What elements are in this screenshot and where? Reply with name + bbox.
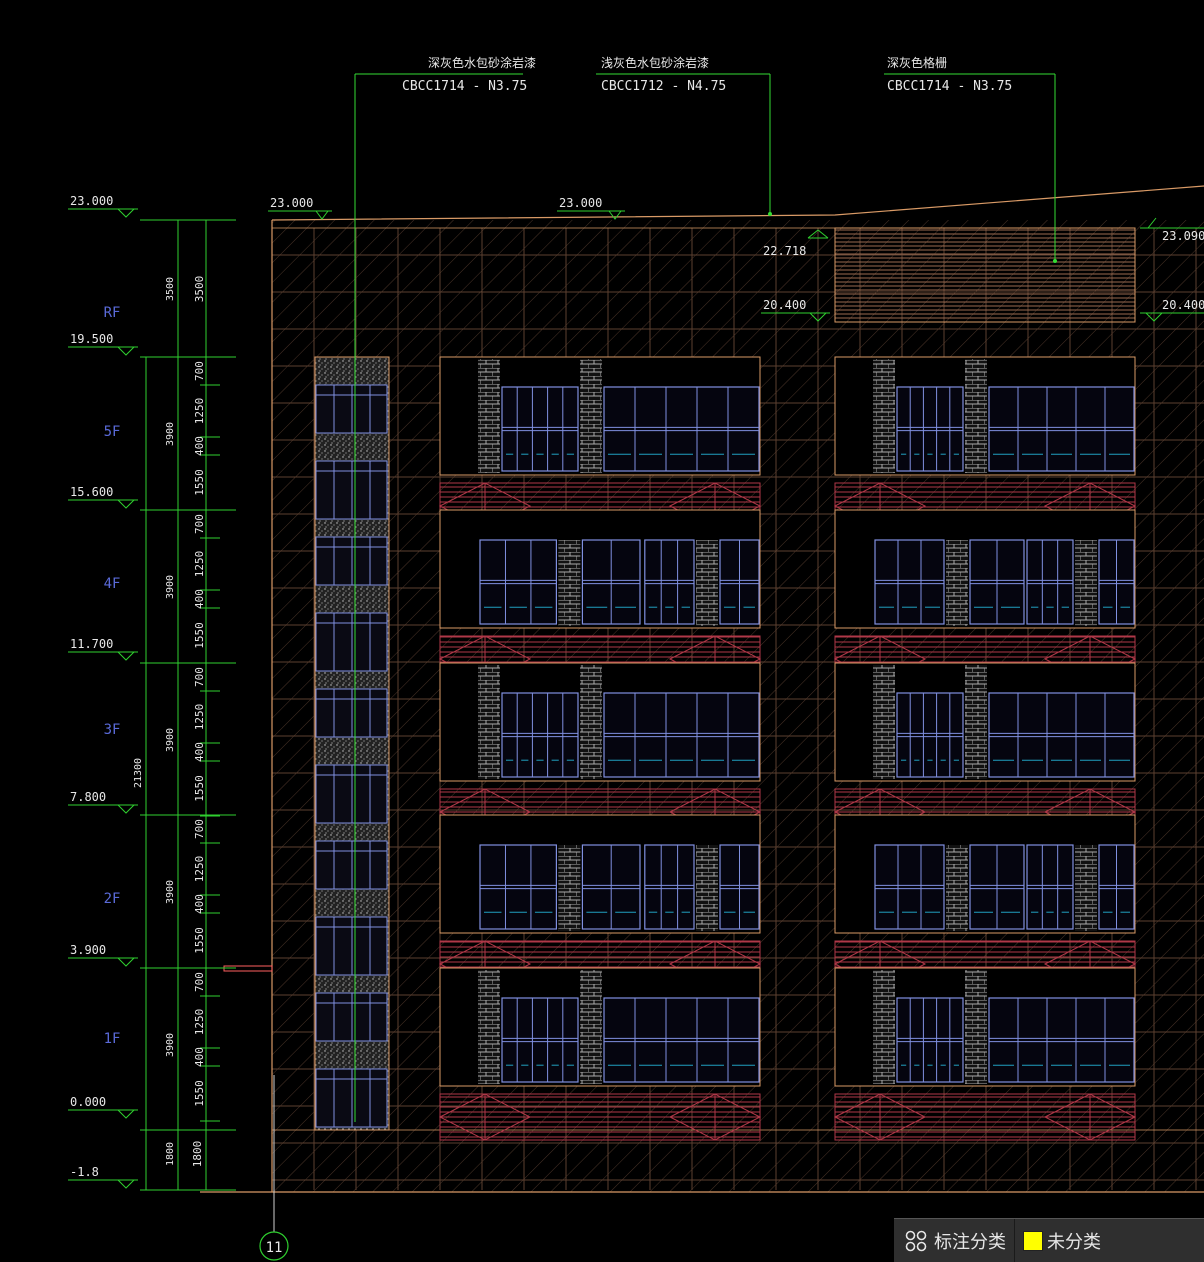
svg-text:CBCC1714 - N3.75: CBCC1714 - N3.75 [887,79,1012,94]
dim-base-1: 1800 [165,1142,176,1166]
annotation-1[interactable]: 深灰色水包砂涂岩漆 CBCC1714 - N3.75 [354,55,536,1122]
level-value: 3.900 [70,943,106,957]
uncategorized-item[interactable]: 未分类 [1015,1219,1101,1262]
dim-sub: 700 [193,667,206,687]
bay-floor [834,814,1136,934]
level-value: 11.700 [70,637,113,651]
stair-window [315,688,388,738]
dim-sub: 400 [193,436,206,456]
balcony-grille [833,1093,1137,1141]
dim-floor: 3900 [165,880,176,904]
level-roof-a: 23.000 [270,196,313,210]
stair-window [315,916,388,976]
level-right-bottom: 20.400 [1162,298,1204,312]
stair-window [315,536,388,586]
floor-labels: RF 5F 4F 3F 2F 1F [104,305,121,1047]
dim-sub: 700 [193,819,206,839]
dim-roof-1: 3500 [165,277,176,301]
dim-sub: 1250 [193,856,206,883]
dim-sub: 1250 [193,704,206,731]
building-facade: 11 [200,185,1204,1261]
dim-sub: 700 [193,514,206,534]
dim-sub: 400 [193,589,206,609]
floor-label: 5F [104,424,121,440]
dim-sub: 1250 [193,1009,206,1036]
dim-sub: 400 [193,894,206,914]
annotation-status-bar: 标注分类 未分类 [894,1218,1204,1262]
floor-label: 4F [104,576,121,592]
dim-sub: 1550 [193,1080,206,1107]
dim-sub: 1550 [193,622,206,649]
dimension-lines: 21300 3500 3500 1800 1800 3900 700 1250 400… [133,219,236,1191]
dim-floor: 3900 [165,1033,176,1057]
level-mid-top: 22.718 [763,244,806,258]
dim-roof-2: 3500 [193,276,206,303]
dim-floor: 3900 [165,728,176,752]
bay-floor [834,356,1136,476]
svg-text:CBCC1712 - N4.75: CBCC1712 - N4.75 [601,79,726,94]
bay-floor [439,662,761,782]
louver-panel [834,227,1136,323]
bay-floor [834,509,1136,629]
bay-floor [439,509,761,629]
svg-text:浅灰色水包砂涂岩漆: 浅灰色水包砂涂岩漆 [601,55,709,70]
annotation-2[interactable]: 浅灰色水包砂涂岩漆 CBCC1712 - N4.75 [596,55,772,216]
dim-sub: 1550 [193,927,206,954]
stair-window [315,992,388,1042]
uncategorized-label: 未分类 [1047,1231,1101,1253]
level-mid-bottom: 20.400 [763,298,806,312]
svg-text:深灰色格栅: 深灰色格栅 [887,55,947,70]
dim-sub: 1250 [193,398,206,425]
dim-floor: 3900 [165,575,176,599]
stair-window [315,764,388,824]
stair-window [315,612,388,672]
dim-base-2: 1800 [191,1141,204,1168]
level-roof-b: 23.000 [559,196,602,210]
svg-text:深灰色水包砂涂岩漆: 深灰色水包砂涂岩漆 [428,55,536,70]
dim-sub: 700 [193,972,206,992]
floor-label: 2F [104,891,121,907]
bay-floor [439,967,761,1087]
dim-total: 21300 [133,758,144,788]
bay-floor [439,814,761,934]
dim-sub: 400 [193,742,206,762]
level-value: -1.8 [70,1165,99,1179]
annotation-3[interactable]: 深灰色格栅 CBCC1714 - N3.75 [884,55,1057,263]
dim-sub: 1250 [193,551,206,578]
category-label: 标注分类 [934,1231,1006,1253]
floor-label: 1F [104,1031,121,1047]
level-markers: 23.000 19.500 15.600 11.700 7.800 3.900 0.000 -… [68,194,138,1189]
balcony-grille [438,1093,762,1141]
level-value: 19.500 [70,332,113,346]
bay-floor [439,356,761,476]
grid-axis-bubble [259,1231,289,1261]
bay-floor [834,967,1136,1087]
dim-sub: 700 [193,361,206,381]
category-toggle[interactable]: 标注分类 [894,1219,1015,1262]
level-value: 7.800 [70,790,106,804]
grid-category-icon [905,1230,927,1251]
level-value: 23.000 [70,194,113,208]
stair-window [315,384,388,434]
level-right-top: 23.090 [1162,229,1204,243]
floor-label: 3F [104,722,121,738]
color-swatch [1023,1230,1043,1251]
floor-label: RF [104,305,121,321]
stair-window [315,460,388,520]
dim-sub: 1550 [193,775,206,802]
dim-sub: 400 [193,1047,206,1067]
bay-floor [834,662,1136,782]
grid-axis-label: 11 [266,1240,283,1256]
stair-window [315,1068,388,1128]
stair-window [315,840,388,890]
dim-sub: 1550 [193,469,206,496]
material-annotations: 深灰色水包砂涂岩漆 CBCC1714 - N3.75 浅灰色水包砂涂岩漆 CBC… [354,55,1057,1122]
svg-text:CBCC1714 - N3.75: CBCC1714 - N3.75 [402,79,527,94]
dim-floor: 3900 [165,422,176,446]
level-value: 0.000 [70,1095,106,1109]
facade-level-markers: 23.000 23.000 22.718 20.400 23.090 20.40… [268,196,1204,322]
level-value: 15.600 [70,485,113,499]
